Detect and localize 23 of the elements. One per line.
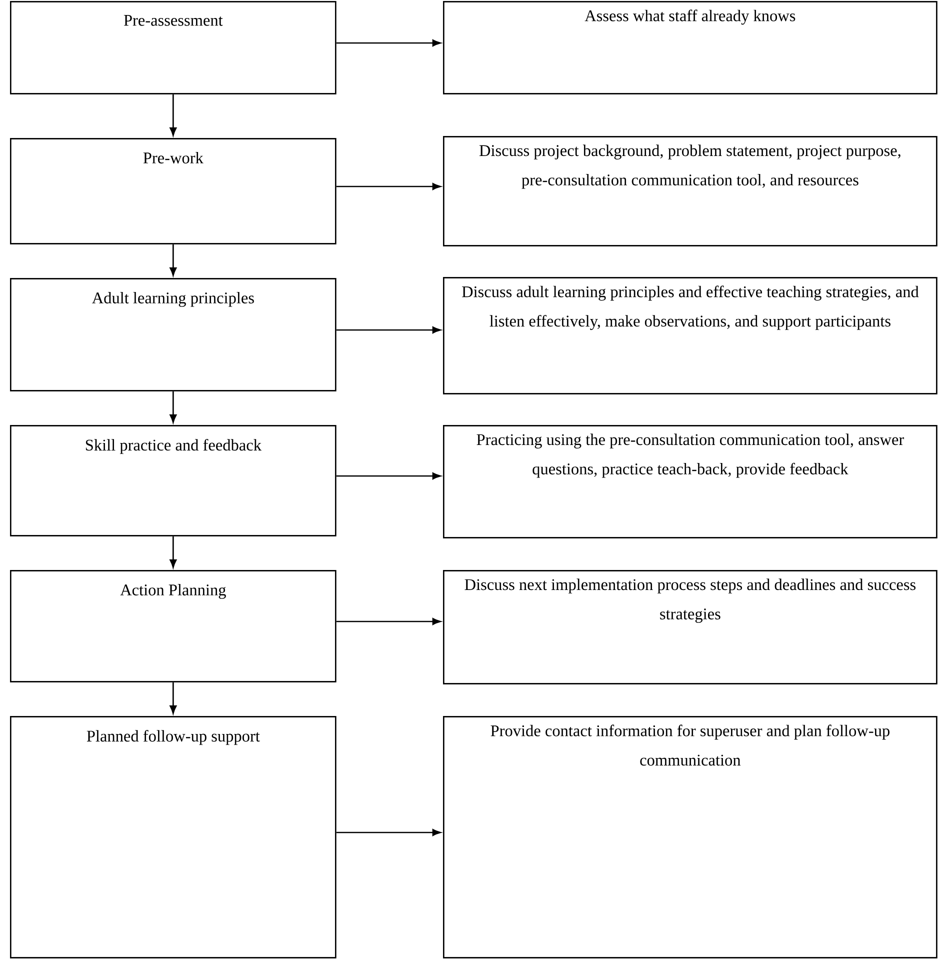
arrow	[170, 536, 177, 568]
arrow	[336, 472, 441, 480]
arrow	[336, 618, 441, 626]
process-box: Adult learning principles	[10, 278, 336, 392]
arrow	[170, 94, 177, 136]
process-box: Pre-assessment	[10, 1, 336, 94]
process-box: Assess what staff already knows	[443, 1, 938, 94]
process-box: Action Planning	[10, 570, 336, 682]
process-box: Provide contact information for superuser and plan follow-up communication	[443, 716, 938, 958]
arrow	[170, 391, 177, 423]
arrow	[170, 682, 177, 714]
process-box: Pre-work	[10, 138, 336, 244]
process-box: Skill practice and feedback	[10, 425, 336, 536]
arrow	[336, 183, 441, 190]
process-box: Practicing using the pre-consultation communication tool, answer questions, practice teach-back, provide feedback	[443, 425, 938, 538]
arrow	[336, 39, 441, 46]
process-box: Discuss project background, problem statement, project purpose, pre-consultation communication tool, and resources	[443, 136, 938, 246]
process-box: Discuss adult learning principles and effective teaching strategies, and listen effectively, make observations, and support participants	[443, 277, 938, 394]
arrow	[336, 326, 441, 334]
arrow	[170, 244, 177, 276]
process-box: Discuss next implementation process steps and deadlines and success strategies	[443, 570, 938, 684]
arrow	[336, 829, 441, 836]
process-box: Planned follow-up support	[10, 716, 336, 958]
